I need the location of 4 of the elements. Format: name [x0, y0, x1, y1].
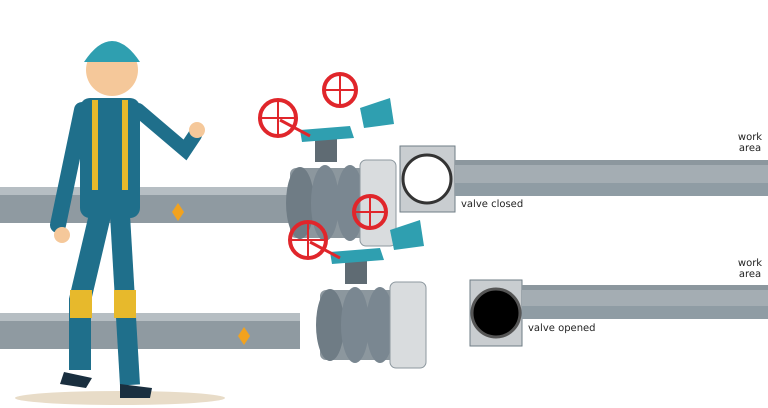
area-label: work area	[736, 258, 764, 280]
valve-state-label: valve opened	[528, 323, 596, 334]
area-label: work area	[736, 132, 764, 154]
valve-state-label: valve closed	[461, 199, 524, 210]
